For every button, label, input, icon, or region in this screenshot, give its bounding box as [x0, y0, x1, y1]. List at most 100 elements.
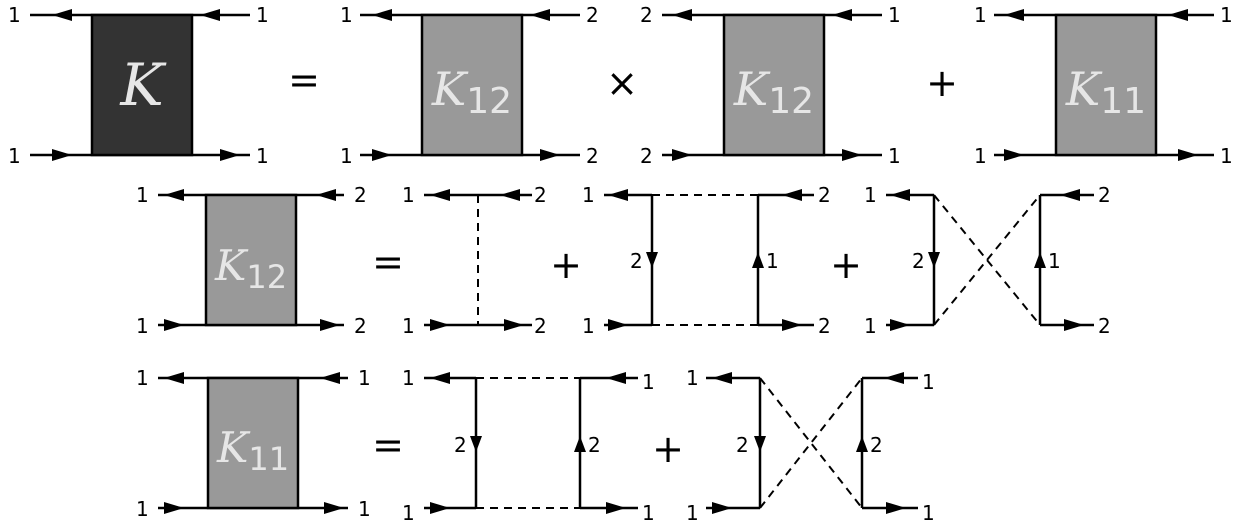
kernel-k12-box	[420, 13, 524, 157]
arrow-icon	[842, 149, 862, 161]
label-bottom-right: 1	[922, 501, 935, 525]
label-top-right: 2	[534, 183, 547, 207]
plus-sign: +	[550, 243, 582, 287]
arrow-icon	[1064, 319, 1084, 331]
arrow-icon	[164, 189, 184, 201]
arrow-icon	[884, 372, 904, 384]
label-top-right: 1	[888, 3, 901, 27]
ladder-diagram: 1 2 1 2 2 1	[582, 183, 831, 338]
arrow-icon	[886, 502, 906, 514]
label-top-right: 2	[1098, 183, 1111, 207]
single-exchange-diagram: 1 2 1 2	[402, 183, 547, 338]
arrow-icon	[856, 436, 868, 452]
kernel-k12-symbol: K12	[431, 62, 512, 122]
arrow-icon	[164, 319, 184, 331]
label-bottom-left: 1	[402, 501, 415, 525]
label-bottom-left: 1	[340, 144, 353, 168]
arrow-icon	[928, 252, 940, 268]
arrow-icon	[672, 9, 692, 21]
arrow-icon	[164, 372, 184, 384]
arrow-icon	[1004, 9, 1024, 21]
arrow-icon	[890, 319, 910, 331]
label-left-mid: 2	[912, 249, 925, 273]
label-top-right: 2	[354, 183, 367, 207]
arrow-icon	[220, 149, 240, 161]
label-top-left: 1	[136, 366, 149, 390]
kernel-k12-diagram: K12 1 2 1 2	[340, 3, 599, 168]
equals-sign: =	[372, 423, 404, 467]
arrow-icon	[1168, 9, 1188, 21]
crossed-ladder-diagram: 1 2 1 2 2 1	[864, 183, 1111, 338]
arrow-icon	[1178, 149, 1198, 161]
kernel-k12-diagram-second: K12 2 1 2 1	[640, 3, 901, 168]
arrow-icon	[606, 502, 626, 514]
label-bottom-right: 1	[1220, 144, 1233, 168]
label-right-mid: 2	[588, 433, 601, 457]
arrow-icon	[752, 252, 764, 268]
kernel-k11-symbol: K11	[216, 423, 289, 478]
times-sign: ×	[606, 61, 638, 105]
kernel-k11-box	[1054, 13, 1158, 157]
row2-equation: K12 1 2 1 2 = 1 2 1 2 +	[136, 183, 1111, 338]
kernel-k11-diagram: K11 1 1 1 1	[136, 366, 371, 521]
label-bottom-right: 2	[818, 314, 831, 338]
label-right-mid: 1	[1048, 249, 1061, 273]
label-bottom-left: 1	[402, 314, 415, 338]
label-top-left: 1	[864, 183, 877, 207]
arrow-icon	[754, 436, 766, 452]
label-bottom-left: 1	[582, 314, 595, 338]
arrow-icon	[530, 9, 550, 21]
label-bottom-right: 2	[534, 314, 547, 338]
arrow-icon	[430, 189, 450, 201]
label-top-left: 1	[402, 183, 415, 207]
label-top-right: 1	[256, 3, 269, 27]
kernel-k12-box	[722, 13, 826, 157]
kernel-k-diagram: K 1 1 1 1	[8, 3, 269, 168]
arrow-icon	[712, 372, 732, 384]
kernel-k12-box	[204, 193, 298, 327]
label-top-left: 2	[640, 3, 653, 27]
label-top-left: 1	[402, 366, 415, 390]
label-bottom-right: 1	[642, 501, 655, 525]
label-top-right: 1	[922, 370, 935, 394]
label-bottom-left: 1	[8, 144, 21, 168]
arrow-icon	[832, 9, 852, 21]
label-top-right: 1	[642, 370, 655, 394]
arrow-icon	[324, 502, 344, 514]
arrow-icon	[1004, 149, 1024, 161]
label-left-mid: 2	[454, 433, 467, 457]
arrow-icon	[500, 189, 520, 201]
arrow-icon	[430, 372, 450, 384]
label-bottom-right: 2	[354, 314, 367, 338]
label-top-left: 1	[686, 366, 699, 390]
label-top-left: 1	[8, 3, 21, 27]
plus-sign: +	[830, 243, 862, 287]
label-bottom-right: 2	[586, 144, 599, 168]
label-top-left: 1	[136, 183, 149, 207]
arrow-icon	[606, 372, 626, 384]
arrow-icon	[672, 149, 692, 161]
label-top-right: 2	[818, 183, 831, 207]
arrow-icon	[430, 319, 450, 331]
arrow-icon	[646, 252, 658, 268]
arrow-icon	[164, 502, 184, 514]
arrow-icon	[372, 149, 392, 161]
label-bottom-left: 2	[640, 144, 653, 168]
label-left-mid: 2	[630, 249, 643, 273]
arrow-icon	[372, 9, 392, 21]
label-right-mid: 1	[766, 249, 779, 273]
plus-sign: +	[652, 427, 684, 471]
arrow-icon	[574, 436, 586, 452]
label-bottom-left: 1	[974, 144, 987, 168]
arrow-icon	[320, 372, 340, 384]
kernel-k11-diagram: K11 1 1 1 1	[974, 3, 1233, 168]
arrow-icon	[782, 189, 802, 201]
ladder-diagram: 1 1 1 1 2 2	[402, 366, 655, 525]
label-bottom-right: 2	[1098, 314, 1111, 338]
kernel-k11-box	[206, 376, 300, 510]
kernel-k11-symbol: K11	[1065, 62, 1146, 122]
label-bottom-left: 1	[686, 501, 699, 525]
label-top-right: 1	[358, 366, 371, 390]
arrow-icon	[890, 189, 910, 201]
